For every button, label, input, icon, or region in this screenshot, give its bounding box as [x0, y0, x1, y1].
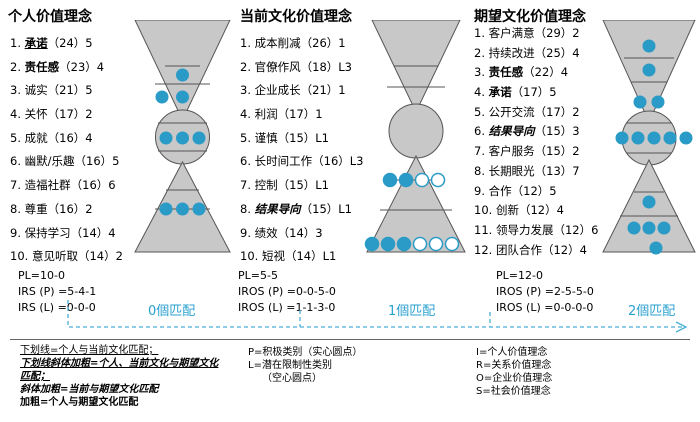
legend-formatting: 下划线=个人与当前文化匹配； 下划线斜体加粗=个人、当前文化与期望文化匹配； 斜… — [20, 345, 219, 408]
personal-hourglass — [134, 20, 231, 253]
list-item: 1. 成本削减（26）1 — [240, 36, 346, 50]
positive-dot — [176, 131, 189, 145]
list-item: 9. 合作（12）5 — [474, 183, 557, 198]
list-item: 4. 利润（17）1 — [240, 107, 323, 122]
positive-dot — [642, 39, 656, 53]
positive-dot — [642, 195, 656, 209]
list-item: 2. 官僚作风（18）L3 — [240, 59, 352, 74]
list-item: 7. 客户服务（15）2 — [474, 144, 580, 159]
desired-values-list: 1. 客户满意（29）2 2. 持续改进（25）4 3. 责任感（22）4 4.… — [474, 24, 598, 260]
list-item: 6. 长时间工作（16）L3 — [240, 154, 364, 169]
positive-dot — [633, 95, 647, 109]
positive-dot — [647, 131, 661, 145]
limiting-dot — [412, 236, 428, 252]
list-item: 5. 公开交流（17）2 — [474, 104, 580, 119]
legend-dot-types: P=积极类别（实心圆点） L=潜在限制性类别 （空心圆点） — [248, 347, 363, 384]
positive-dot — [615, 131, 629, 145]
list-item: 5. 成就（16）4 — [10, 130, 93, 145]
current-hourglass — [364, 20, 466, 253]
positive-dot — [176, 202, 189, 216]
list-item: 12. 团队合作（12）4 — [474, 242, 587, 257]
list-item: 7. 控制（15）L1 — [240, 178, 329, 193]
list-item: 6. 幽默/乐趣（16）5 — [10, 154, 120, 169]
desired-hourglass — [602, 20, 696, 255]
list-item: 3. 诚实（21）5 — [10, 83, 93, 98]
list-item: 10. 短视（14）L1 — [240, 249, 337, 264]
positive-dot — [631, 131, 645, 145]
positive-dot — [192, 202, 206, 216]
positive-dot — [663, 131, 677, 145]
limiting-dot — [444, 236, 460, 252]
column-title-personal: 个人价值理念 — [8, 9, 92, 25]
list-item: 6. 结果导向（15）3 — [474, 124, 580, 139]
list-item: 2. 持续改进（25）4 — [474, 45, 580, 60]
list-item: 3. 责任感（22）4 — [474, 65, 569, 80]
positive-dot — [382, 172, 398, 188]
positive-dot — [396, 236, 412, 252]
list-item: 11. 领导力发展（12）6 — [474, 222, 599, 237]
hourglass-bottom-triangle — [366, 154, 466, 253]
column-title-current: 当前文化价值理念 — [240, 9, 352, 25]
list-item: 8. 结果导向（15）L1 — [240, 201, 352, 216]
desired-stats: PL=12-0 IROS (P) =2-5-5-0 IROS (L) =0-0-… — [496, 269, 594, 314]
list-item: 3. 企业成长（21）1 — [240, 83, 346, 98]
positive-dot — [642, 63, 656, 77]
list-item: 5. 谨慎（15）L1 — [240, 130, 329, 145]
list-item: 10. 创新（12）4 — [474, 203, 564, 218]
positive-dot — [657, 221, 671, 235]
positive-dot — [155, 90, 169, 104]
legend-box — [10, 339, 690, 416]
legend-underline-bold-italic: 下划线斜体加粗=个人、当前文化与期望文化匹配； — [20, 358, 219, 382]
positive-dot — [627, 221, 641, 235]
positive-dot — [176, 90, 189, 104]
list-item: 2. 责任感（23）4 — [10, 59, 105, 74]
match-count-1: 0個匹配 — [148, 304, 196, 319]
list-item: 4. 关怀（17）2 — [10, 107, 93, 122]
list-item: 8. 长期眼光（13）7 — [474, 163, 580, 178]
list-item: 10. 意见听取（14）2 — [10, 249, 123, 264]
personal-stats: PL=10-0 IRS (P) =5-4-1 IRS (L) =0-0-0 — [18, 269, 97, 314]
match-count-2: 1個匹配 — [388, 304, 436, 319]
legend-value-types: I=个人价值理念 R=关系价值理念 O=企业价值理念 S=社会价值理念 — [476, 347, 553, 397]
positive-dot — [651, 95, 665, 109]
positive-dot — [159, 131, 173, 145]
positive-dot — [649, 241, 663, 255]
current-values-list: 1. 成本削减（26）1 2. 官僚作风（18）L3 3. 企业成长（21）1 … — [240, 32, 364, 269]
arrow-head — [675, 321, 688, 333]
list-item: 9. 保持学习（14）4 — [10, 225, 116, 240]
positive-dot — [176, 68, 189, 82]
list-item: 1. 客户满意（29）2 — [474, 26, 580, 40]
column-title-desired: 期望文化价值理念 — [474, 9, 586, 25]
list-item: 1. 承诺（24）5 — [10, 36, 93, 50]
list-item: 8. 尊重（16）2 — [10, 201, 93, 216]
current-stats: PL=5-5 IROS (P) =0-0-5-0 IROS (L) =1-1-3… — [238, 269, 336, 314]
positive-dot — [398, 172, 414, 188]
positive-dot — [364, 236, 380, 252]
positive-dot — [159, 202, 173, 216]
positive-dot — [192, 131, 206, 145]
match-count-3: 2個匹配 — [628, 304, 676, 319]
arrow-line — [67, 300, 684, 328]
list-item: 4. 承诺（17）5 — [474, 85, 557, 100]
positive-dot — [679, 131, 693, 145]
positive-dot — [380, 236, 396, 252]
limiting-dot — [428, 236, 444, 252]
limiting-dot — [414, 172, 430, 188]
personal-values-list: 1. 承诺（24）5 2. 责任感（23）4 3. 诚实（21）5 4. 关怀（… — [10, 32, 123, 269]
list-item: 9. 绩效（14）3 — [240, 225, 323, 240]
positive-dot — [642, 221, 656, 235]
list-item: 7. 造福社群（16）6 — [10, 178, 116, 193]
limiting-dot — [430, 172, 446, 188]
